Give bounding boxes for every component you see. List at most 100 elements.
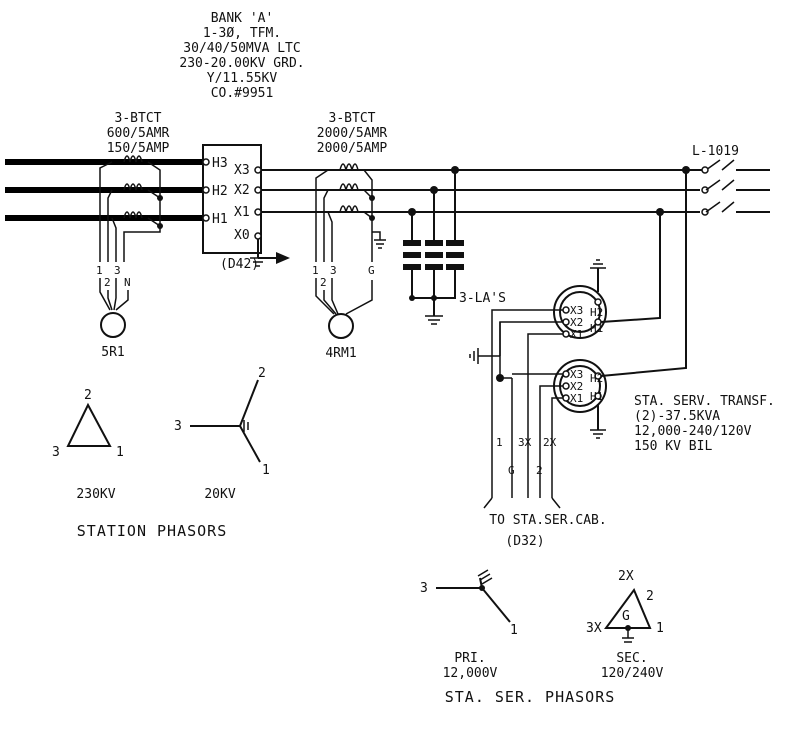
ct-right-line: 2000/5AMP (317, 141, 388, 156)
meter-5r1-lead: 2 (104, 276, 111, 289)
lightning-arresters: 3-LA'S (403, 170, 506, 325)
sec-label: 2 (646, 589, 654, 604)
sst-terminal: X1 (570, 328, 583, 341)
cable-lead: 3X (518, 436, 532, 449)
bank-a-line: 30/40/50MVA LTC (183, 41, 300, 56)
terminal-x1-label: X1 (234, 205, 250, 220)
ct-coil (339, 183, 359, 191)
hv-bus (5, 159, 203, 221)
wye-caption: 20KV (204, 487, 235, 502)
terminal-x0 (254, 232, 262, 240)
meter-5r1-lead: N (124, 276, 131, 289)
sst-lower: X3 X2 X1 H2 H1 (553, 359, 607, 439)
sta-ser-phasors: 3 1 PRI. 12,000V 2X 2 G 3X 1 SEC. 120/24… (420, 569, 664, 706)
ct-right-coils (339, 163, 359, 213)
sta-ser-phasors-title: STA. SER. PHASORS (445, 688, 616, 706)
terminal-h2-label: H2 (212, 184, 228, 199)
sst-terminal: X3 (570, 304, 583, 317)
bank-a-line: CO.#9951 (211, 86, 274, 101)
ct-left-coils (123, 155, 143, 219)
bank-a-line: 1-3Ø, TFM. (203, 26, 281, 41)
terminal-x3 (254, 166, 262, 174)
lv-bus (261, 166, 700, 216)
sst-label: STA. SERV. TRANSF. (2)-37.5KVA 12,000-24… (634, 394, 775, 454)
ct-coil (339, 205, 359, 213)
pri-caption: PRI. (454, 651, 485, 666)
ct-coil (123, 211, 143, 219)
wye-label: 2 (258, 366, 266, 381)
sst-primary-feeds (600, 170, 687, 377)
sec-caption: 120/240V (601, 666, 664, 681)
terminal-x1 (254, 208, 262, 216)
ct-right-line: 3-BTCT (329, 111, 376, 126)
terminal-x3-label: X3 (234, 163, 250, 178)
wye-phasor (190, 379, 261, 463)
sst-line: 12,000-240/120V (634, 424, 752, 439)
delta-caption: 230KV (76, 487, 115, 502)
meter-4rm1-label: 4RM1 (325, 346, 356, 361)
ct-right-label: 3-BTCT 2000/5AMR 2000/5AMP (317, 111, 388, 156)
pri-caption: 12,000V (443, 666, 498, 681)
delta-label: 1 (116, 445, 124, 460)
station-phasors: 2 3 1 230KV 2 3 1 20KV STATION PHASORS (52, 366, 270, 540)
terminal-h3-label: H3 (212, 156, 228, 171)
transformer-ref-label: (D42) (220, 257, 259, 272)
delta-label: 2 (84, 388, 92, 403)
meter-5r1-label: 5R1 (101, 345, 124, 360)
ct-right-secondary-wiring: 1 2 3 G (312, 169, 386, 315)
meter-4rm1-lead: 2 (320, 276, 327, 289)
terminal-h3 (202, 158, 210, 166)
ct-left-label: 3-BTCT 600/5AMR 150/5AMP (107, 111, 170, 156)
ct-right-line: 2000/5AMR (317, 126, 388, 141)
neutral-ground (250, 239, 290, 267)
sst-terminal: X2 (570, 380, 583, 393)
sec-label: 2X (618, 569, 634, 584)
delta-phasor (66, 402, 112, 447)
sst-line: STA. SERV. TRANSF. (634, 394, 775, 409)
sst-line: (2)-37.5KVA (634, 409, 720, 424)
sst-terminal: H2 (590, 306, 603, 319)
ct-left-line: 150/5AMP (107, 141, 170, 156)
arrow-icon (276, 252, 290, 264)
sec-label: 3X (586, 621, 602, 636)
cable-lead: 2X (543, 436, 557, 449)
sst-terminal: H1 (590, 322, 603, 335)
sst-terminal: X3 (570, 368, 583, 381)
pri-phasor (436, 577, 511, 623)
cable-lead: 1 (496, 436, 503, 449)
meter-5r1-symbol (100, 312, 126, 338)
arresters-label: 3-LA'S (459, 291, 506, 306)
meter-4rm1-lead: 1 (312, 264, 319, 277)
terminal-x2 (254, 186, 262, 194)
delta-label: 3 (52, 445, 60, 460)
sec-label: 1 (656, 621, 664, 636)
terminal-x0-label: X0 (234, 228, 250, 243)
bank-a-line: Y/11.55KV (207, 71, 278, 86)
sst-line: 150 KV BIL (634, 439, 712, 454)
meter-5r1-lead: 1 (96, 264, 103, 277)
sst-terminal: X1 (570, 392, 583, 405)
wye-label: 3 (174, 419, 182, 434)
sst-terminal: H2 (590, 372, 603, 385)
terminal-h1-label: H1 (212, 212, 228, 227)
sst-secondary-wiring: 1 3X 2X G 2 (469, 309, 563, 509)
meter-4rm1-lead: 3 (330, 264, 337, 277)
terminal-h2 (202, 186, 210, 194)
line-disconnect-switches (686, 159, 770, 216)
sst-terminal: H1 (590, 390, 603, 403)
cabinet-ref-label: (D32) (505, 534, 544, 549)
line-label: L-1019 (692, 144, 739, 159)
bank-a-line: BANK 'A' (211, 11, 274, 26)
transformer-box (202, 144, 262, 254)
sec-caption: SEC. (616, 651, 647, 666)
pri-label: 1 (510, 623, 518, 638)
terminal-h1 (202, 214, 210, 222)
cabinet-label: TO STA.SER.CAB. (489, 513, 606, 528)
ct-coil (339, 163, 359, 171)
bank-a-line: 230-20.00KV GRD. (179, 56, 304, 71)
meter-5r1-lead: 3 (114, 264, 121, 277)
ct-coil (123, 183, 143, 191)
meter-4rm1-lead: G (368, 264, 375, 277)
bank-a-label: BANK 'A' 1-3Ø, TFM. 30/40/50MVA LTC 230-… (179, 11, 304, 101)
